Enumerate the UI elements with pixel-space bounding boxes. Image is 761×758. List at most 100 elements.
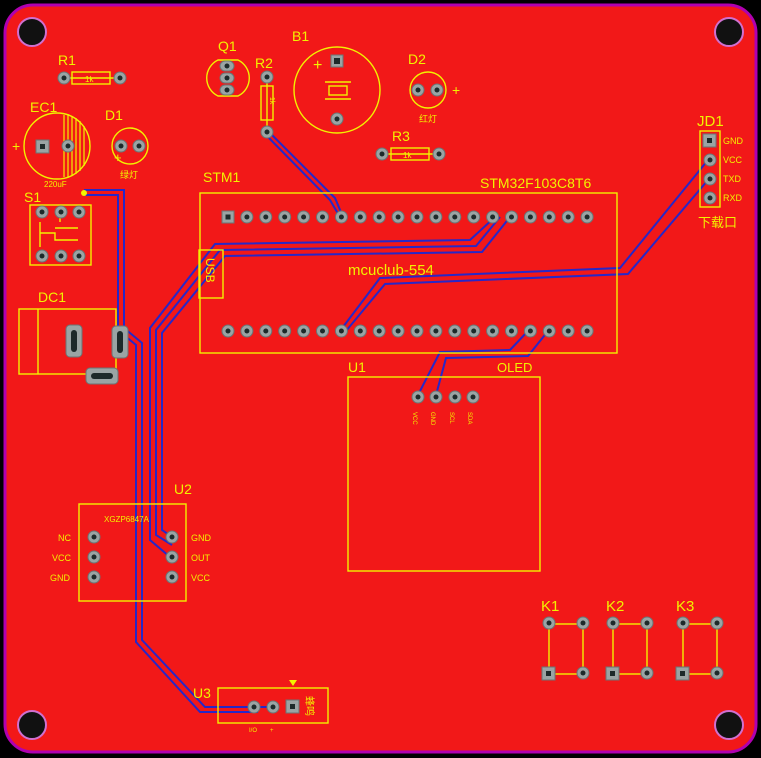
- stm1-top-pin-row: [221, 210, 594, 224]
- mounting-hole-bottom-left: [17, 710, 47, 740]
- k3-outline: [682, 623, 718, 675]
- d2-ref: D2: [408, 51, 426, 67]
- u1-pin-label: GND: [429, 412, 435, 426]
- stm1-part: STM32F103C8T6: [480, 175, 591, 191]
- jd1-pin-label: VCC: [723, 155, 743, 165]
- capacitor-ec1[interactable]: EC1 + 220uF: [12, 99, 91, 189]
- button-k2[interactable]: K2: [605, 598, 654, 681]
- trace-stm-u2-1: [149, 216, 496, 558]
- u2-pin-label: OUT: [191, 553, 211, 563]
- ec1-outline: [23, 112, 91, 180]
- r2-value: 1k: [268, 97, 275, 105]
- resistor-r1[interactable]: R1 1k: [57, 52, 127, 85]
- ec1-value: 220uF: [44, 180, 67, 189]
- u1-pin-label: SDA: [466, 412, 472, 424]
- u3-ref: U3: [193, 685, 211, 701]
- stm1-outline: [199, 192, 618, 354]
- dc1-ref: DC1: [38, 289, 66, 305]
- s1-ref: S1: [24, 189, 41, 205]
- u3-pin-label: +: [270, 728, 274, 734]
- trace-stm-oled-1: [417, 330, 529, 396]
- r1-value: 1k: [85, 75, 94, 84]
- jd1-ref: JD1: [697, 113, 724, 130]
- jd1-label: 下载口: [698, 215, 737, 230]
- k2-outline: [612, 623, 648, 675]
- r2-body: [260, 85, 274, 121]
- led-d2[interactable]: D2 + 红灯: [408, 51, 460, 124]
- dc-jack-dc1[interactable]: DC1: [18, 289, 129, 385]
- r1-body: [71, 71, 111, 85]
- u1-ref: U1: [348, 359, 366, 375]
- b1-ref: B1: [292, 28, 309, 44]
- stm1-bottom-pin-row: [221, 324, 594, 338]
- u1-pin-label: SCL: [448, 412, 454, 424]
- oled-display-u1[interactable]: U1 OLED VCC GND SCL SDA: [347, 359, 541, 572]
- r3-body: [390, 147, 430, 161]
- stm1-ref: STM1: [203, 169, 241, 185]
- resistor-r3[interactable]: R3 1k: [375, 128, 446, 161]
- copper-pour: [3, 3, 758, 754]
- mcu-module-stm1[interactable]: STM1 STM32F103C8T6 USB mcuclub-554: [198, 169, 618, 354]
- r1-ref: R1: [58, 52, 76, 68]
- u3-marker: [289, 680, 297, 686]
- mounting-hole-top-right: [714, 17, 744, 47]
- buzzer-b1[interactable]: B1 +: [292, 28, 381, 134]
- jd1-outline: [699, 130, 721, 208]
- trace-r2-stm: [266, 135, 341, 218]
- u2-pin-label: VCC: [191, 573, 211, 583]
- u2-pin-label: GND: [50, 573, 71, 583]
- button-k1[interactable]: K1: [541, 598, 590, 681]
- u2-pin-label: NC: [58, 533, 71, 543]
- k1-ref: K1: [541, 598, 559, 615]
- r3-ref: R3: [392, 128, 410, 144]
- transistor-q1[interactable]: Q1: [206, 38, 250, 97]
- stm1-mark: mcuclub-554: [348, 262, 434, 279]
- stm1-usb-outline: [198, 249, 224, 299]
- d2-outline: [409, 71, 447, 109]
- d2-polarity: +: [452, 82, 460, 98]
- trace-stm-u2-3: [161, 216, 511, 538]
- mounting-holes: [17, 17, 744, 740]
- k1-outline: [548, 623, 584, 675]
- trace-s1-u3-1: [84, 194, 258, 713]
- d1-ref: D1: [105, 107, 123, 123]
- button-k3[interactable]: K3: [675, 598, 724, 681]
- b1-polarity: +: [313, 57, 322, 74]
- d2-label: 红灯: [419, 113, 437, 124]
- k2-ref: K2: [606, 598, 624, 615]
- resistor-r2[interactable]: R2 1k: [255, 55, 275, 139]
- trace-jd1-stm-2: [345, 179, 709, 332]
- s1-symbol: [39, 216, 78, 247]
- k3-ref: K3: [676, 598, 694, 615]
- led-d1[interactable]: D1 + 绿灯: [105, 107, 149, 180]
- d1-outline: [111, 127, 149, 165]
- d1-label: 绿灯: [120, 169, 138, 180]
- switch-s1[interactable]: S1: [24, 189, 92, 266]
- u3-pin-label: I/O: [249, 728, 257, 734]
- b1-body: [328, 85, 348, 96]
- header-jd1[interactable]: JD1 GND VCC TXD RXD 下载口: [697, 113, 744, 230]
- mounting-hole-bottom-right: [714, 710, 744, 740]
- mounting-hole-top-left: [17, 17, 47, 47]
- traces: [84, 129, 709, 713]
- trace-jd1-stm-1: [339, 159, 709, 332]
- u2-pin-label: GND: [191, 533, 212, 543]
- q1-ref: Q1: [218, 38, 237, 54]
- u1-label: OLED: [497, 360, 532, 375]
- ec1-ref: EC1: [30, 99, 57, 115]
- jd1-pin-label: TXD: [723, 174, 742, 184]
- trace-stm-u2-2: [155, 216, 501, 546]
- u2-outline: [78, 503, 187, 602]
- u3-label: 蜂鸣: [303, 696, 316, 716]
- u3-outline: [217, 687, 329, 724]
- s1-outline: [29, 204, 92, 266]
- ec1-polarity: +: [12, 138, 20, 154]
- u1-outline: [347, 376, 541, 572]
- u2-part: XGZP6847A: [104, 515, 150, 524]
- trace-s1-u3-2: [84, 189, 272, 708]
- r2-ref: R2: [255, 55, 273, 71]
- sensor-u2[interactable]: U2 XGZP6847A NC VCC GND GND OUT VCC: [50, 481, 212, 602]
- buzzer-module-u3[interactable]: U3 蜂鸣 I/O +: [193, 680, 329, 734]
- jd1-pin-label: RXD: [723, 193, 743, 203]
